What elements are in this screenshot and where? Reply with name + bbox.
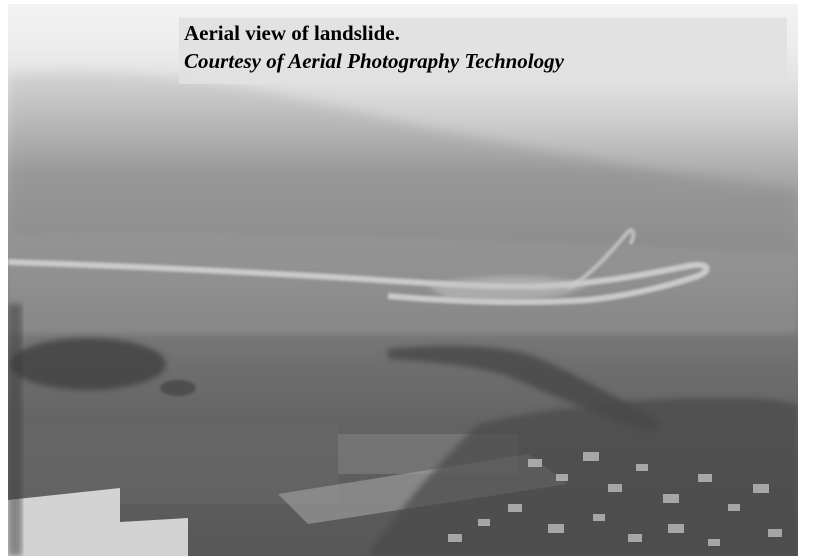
village-area	[368, 397, 798, 556]
photo-illustration	[8, 4, 798, 556]
tree-cluster-left	[10, 338, 166, 390]
vignette-left	[8, 304, 22, 556]
river-channel	[8, 259, 710, 306]
tree-cluster-left-small	[160, 380, 196, 396]
aerial-landslide-photo	[8, 4, 798, 556]
cleared-field	[8, 488, 188, 556]
caption-credit: Courtesy of Aerial Photography Technolog…	[184, 49, 564, 73]
river-branch	[567, 228, 636, 290]
field-patch-1	[8, 424, 338, 504]
debris-fan	[428, 275, 588, 302]
caption-box	[179, 18, 787, 84]
village-rooftops	[448, 452, 782, 546]
caption-title: Aerial view of landslide.	[184, 21, 400, 45]
